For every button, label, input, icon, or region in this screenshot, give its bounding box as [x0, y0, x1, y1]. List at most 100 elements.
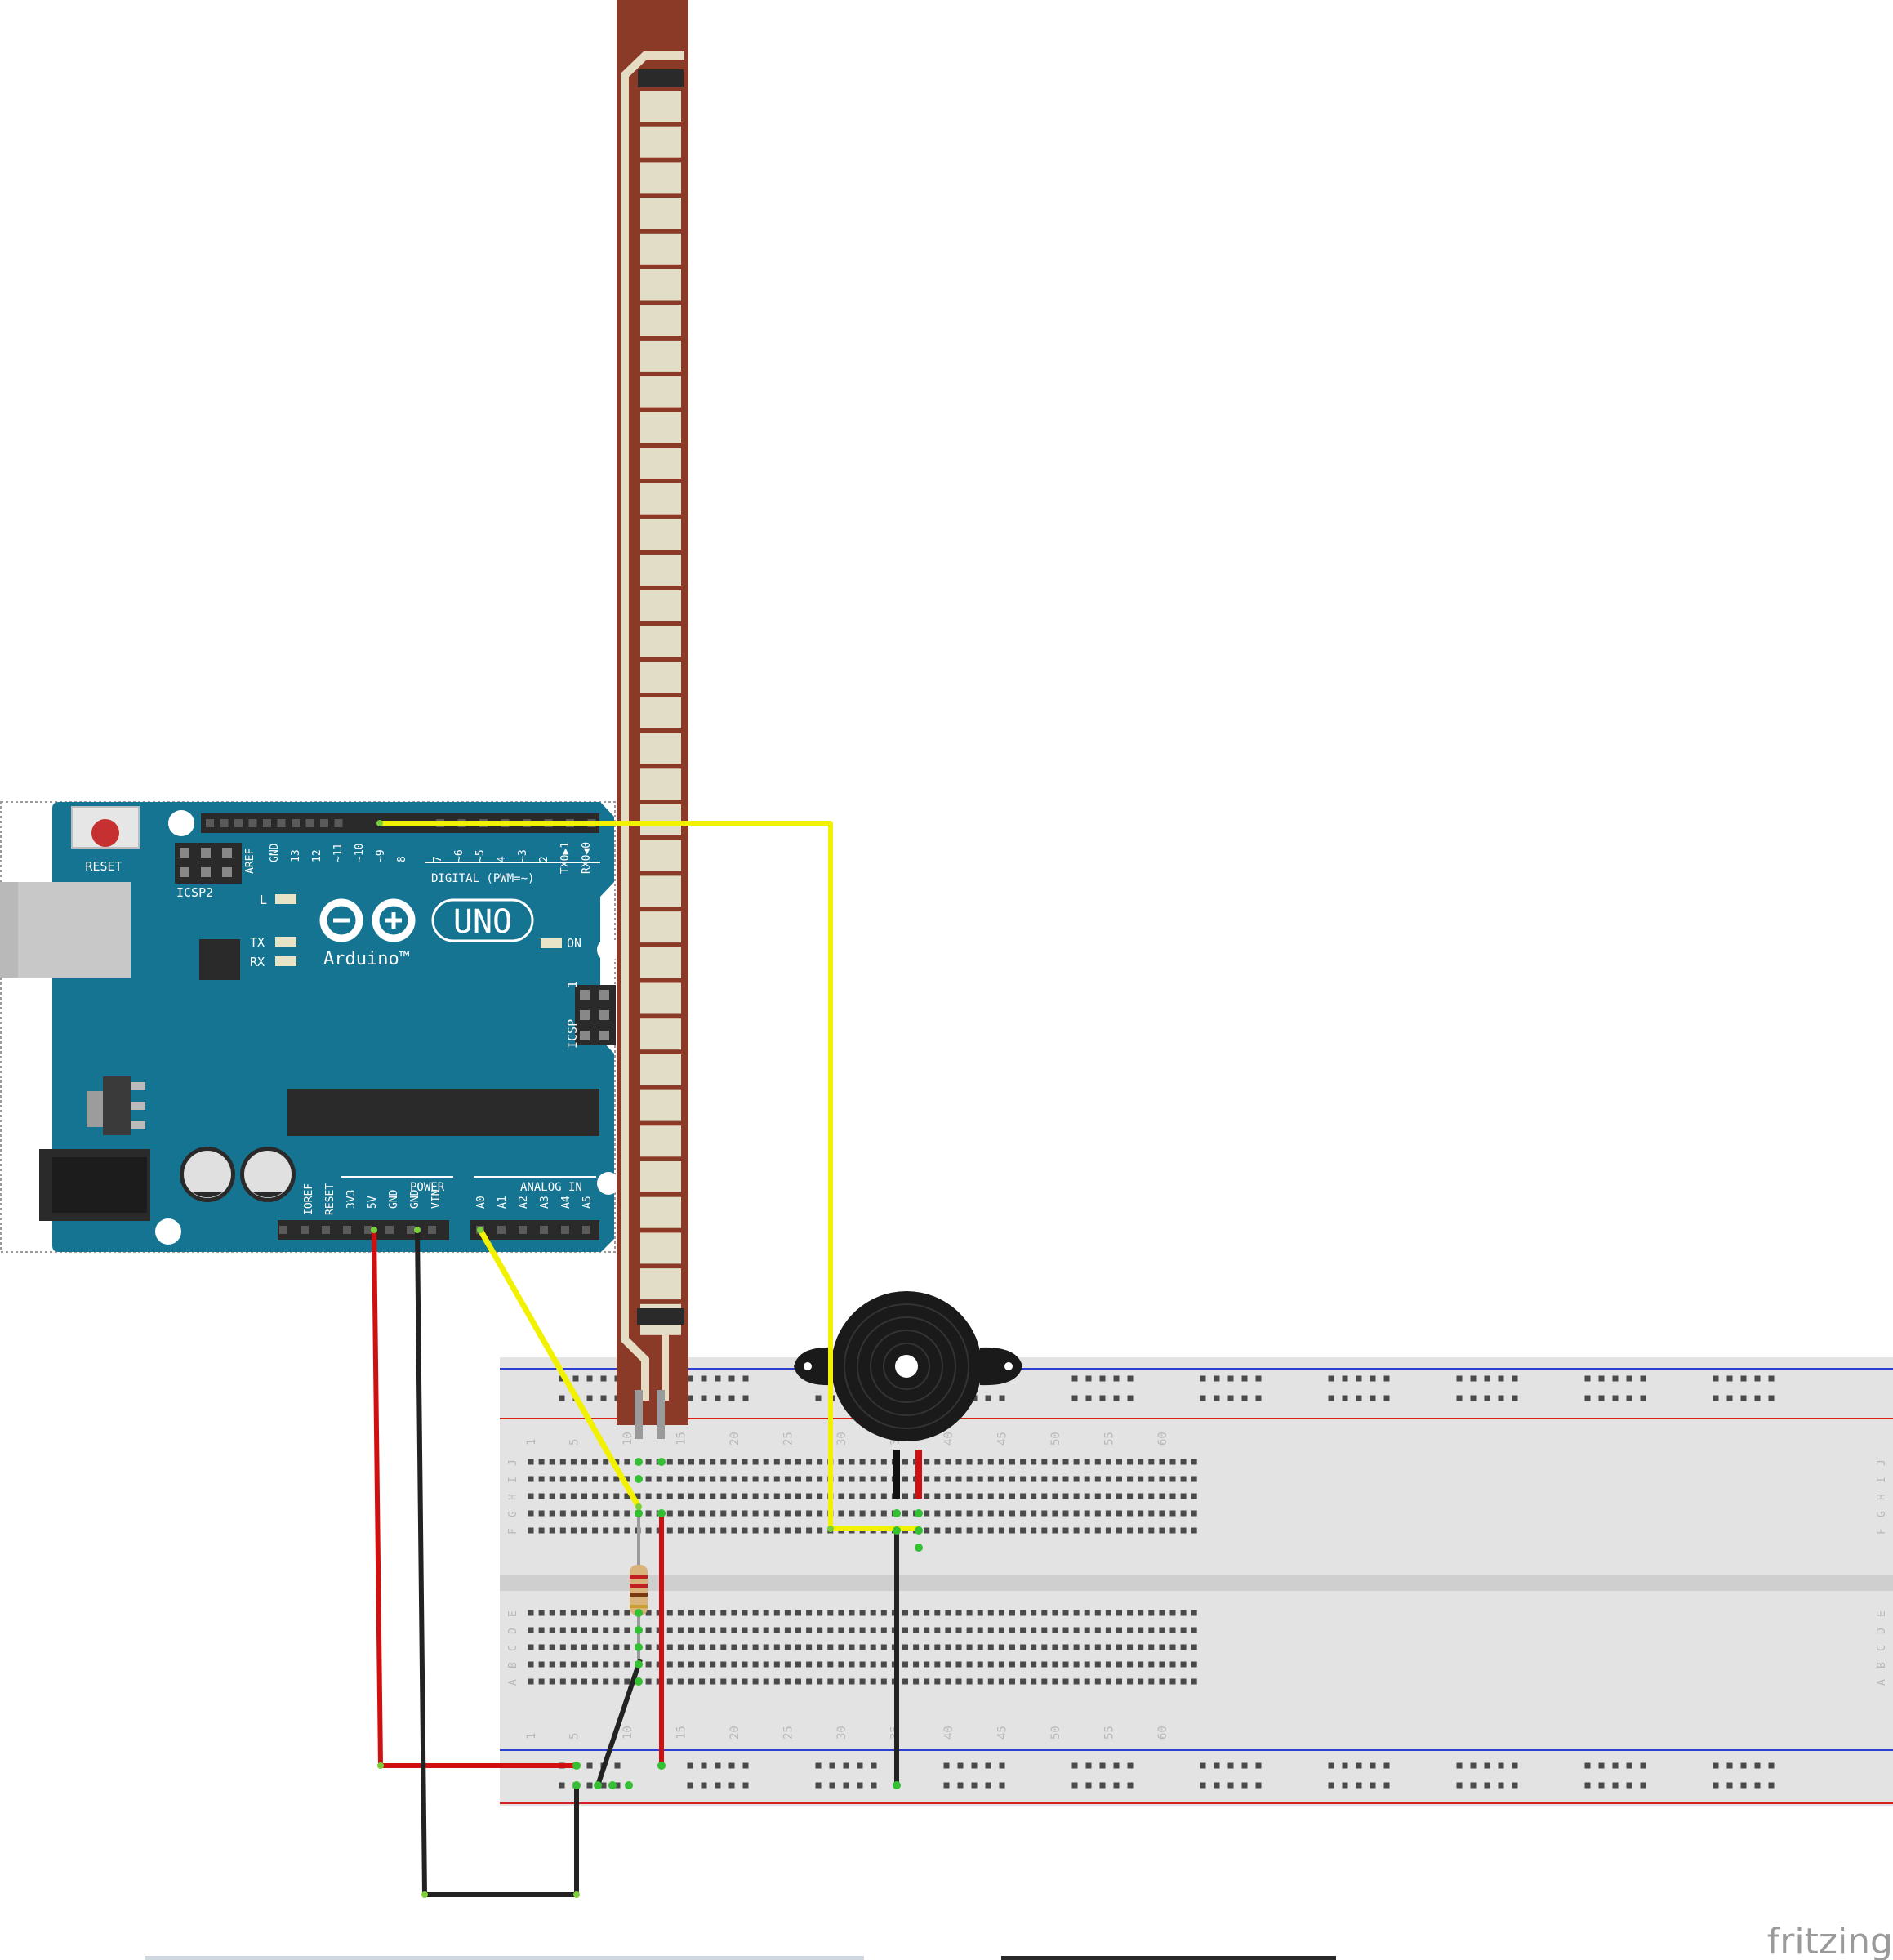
breadboard-hole — [784, 1510, 791, 1517]
breadboard-hole — [538, 1459, 545, 1465]
breadboard-hole — [902, 1610, 908, 1616]
breadboard-hole — [720, 1493, 727, 1499]
rail-hole — [1713, 1782, 1719, 1788]
breadboard-hole — [1105, 1644, 1111, 1650]
breadboard-hole — [677, 1527, 684, 1534]
rail-hole — [1754, 1782, 1761, 1788]
flex-sensor-segment — [640, 697, 681, 728]
rail-hole — [1342, 1395, 1348, 1401]
connection-dot — [594, 1781, 602, 1789]
breadboard-hole — [1052, 1510, 1058, 1517]
breadboard-hole — [827, 1661, 834, 1668]
breadboard-hole — [645, 1644, 652, 1650]
breadboard-hole — [1127, 1459, 1134, 1465]
rail-hole — [857, 1782, 863, 1788]
flex-sensor-segment — [640, 768, 681, 800]
rail-hole — [586, 1782, 593, 1788]
rail-hole — [1071, 1395, 1078, 1401]
breadboard-hole — [870, 1493, 876, 1499]
breadboard-hole — [1159, 1510, 1165, 1517]
breadboard-hole — [570, 1627, 577, 1633]
breadboard-hole — [955, 1610, 962, 1616]
breadboard-hole — [645, 1627, 652, 1633]
breadboard-hole — [1169, 1627, 1176, 1633]
breadboard-hole — [1180, 1476, 1187, 1482]
breadboard-hole — [1169, 1678, 1176, 1685]
breadboard-hole — [966, 1493, 973, 1499]
breadboard-hole — [603, 1510, 609, 1517]
breadboard-hole — [902, 1510, 908, 1517]
reset-button-cap[interactable] — [91, 819, 119, 847]
breadboard-hole — [635, 1493, 641, 1499]
column-number: 30 — [835, 1726, 849, 1740]
flex-sensor-segment — [640, 1125, 681, 1157]
breadboard-hole — [806, 1678, 813, 1685]
flex-sensor-segment — [640, 340, 681, 372]
rail-hole — [1754, 1395, 1761, 1401]
breadboard-hole — [1116, 1527, 1122, 1534]
digital-pin-label: 4 — [496, 856, 508, 862]
breadboard-hole — [1052, 1678, 1058, 1685]
breadboard-hole — [613, 1610, 620, 1616]
breadboard-hole — [1031, 1493, 1037, 1499]
breadboard-hole — [763, 1678, 769, 1685]
rail-hole — [614, 1762, 621, 1769]
breadboard-hole — [806, 1459, 813, 1465]
breadboard-hole — [645, 1510, 652, 1517]
breadboard-hole — [1052, 1459, 1058, 1465]
power-label: POWER — [410, 1181, 445, 1194]
breadboard-hole — [731, 1510, 737, 1517]
rail-hole — [1071, 1782, 1078, 1788]
rail-hole — [1640, 1782, 1646, 1788]
breadboard-hole — [1127, 1510, 1134, 1517]
breadboard-hole — [1041, 1678, 1048, 1685]
rail-hole — [1099, 1395, 1106, 1401]
breadboard-hole — [1191, 1661, 1197, 1668]
breadboard-hole — [955, 1510, 962, 1517]
breadboard-hole — [699, 1459, 706, 1465]
flex-sensor-segment — [640, 840, 681, 871]
breadboard-hole — [998, 1661, 1004, 1668]
breadboard-hole — [1116, 1644, 1122, 1650]
power-pin-label: GND — [409, 1189, 421, 1209]
breadboard-hole — [559, 1627, 566, 1633]
row-letter: C — [507, 1645, 519, 1651]
icsp2-label: ICSP2 — [176, 885, 213, 900]
breadboard-hole — [1084, 1661, 1090, 1668]
rail-hole — [1214, 1395, 1220, 1401]
breadboard-hole — [859, 1476, 866, 1482]
column-number: 40 — [942, 1432, 955, 1446]
breadboard-hole — [677, 1476, 684, 1482]
breadboard-hole — [559, 1610, 566, 1616]
connection-dot — [893, 1526, 901, 1535]
breadboard-hole — [677, 1678, 684, 1685]
flex-sensor-segment — [640, 198, 681, 229]
breadboard-hole — [645, 1493, 652, 1499]
flex-sensor-leg — [635, 1390, 643, 1439]
connection-dot — [657, 1762, 666, 1770]
rail-hole — [1255, 1782, 1262, 1788]
breadboard-hole — [592, 1459, 599, 1465]
digital-pin-label: TX0▶1 — [559, 842, 572, 874]
led-rx — [275, 956, 296, 966]
breadboard-hole — [666, 1510, 673, 1517]
breadboard-hole — [806, 1644, 813, 1650]
breadboard-hole — [624, 1493, 630, 1499]
connection-dot — [635, 1458, 643, 1466]
breadboard-hole — [1159, 1678, 1165, 1685]
rail-hole — [1214, 1375, 1220, 1382]
row-letter: A — [507, 1679, 519, 1686]
breadboard-hole — [817, 1678, 823, 1685]
breadboard-hole — [666, 1493, 673, 1499]
breadboard-hole — [773, 1644, 780, 1650]
breadboard-hole — [528, 1459, 534, 1465]
connection-dot — [635, 1609, 643, 1617]
rail-hole — [1085, 1375, 1092, 1382]
breadboard-hole — [1020, 1678, 1027, 1685]
breadboard-hole — [784, 1661, 791, 1668]
rail-hole — [1498, 1782, 1504, 1788]
breadboard-hole — [977, 1627, 983, 1633]
column-number: 20 — [728, 1432, 742, 1446]
breadboard-hole — [1073, 1510, 1080, 1517]
breadboard-hole — [1148, 1510, 1155, 1517]
